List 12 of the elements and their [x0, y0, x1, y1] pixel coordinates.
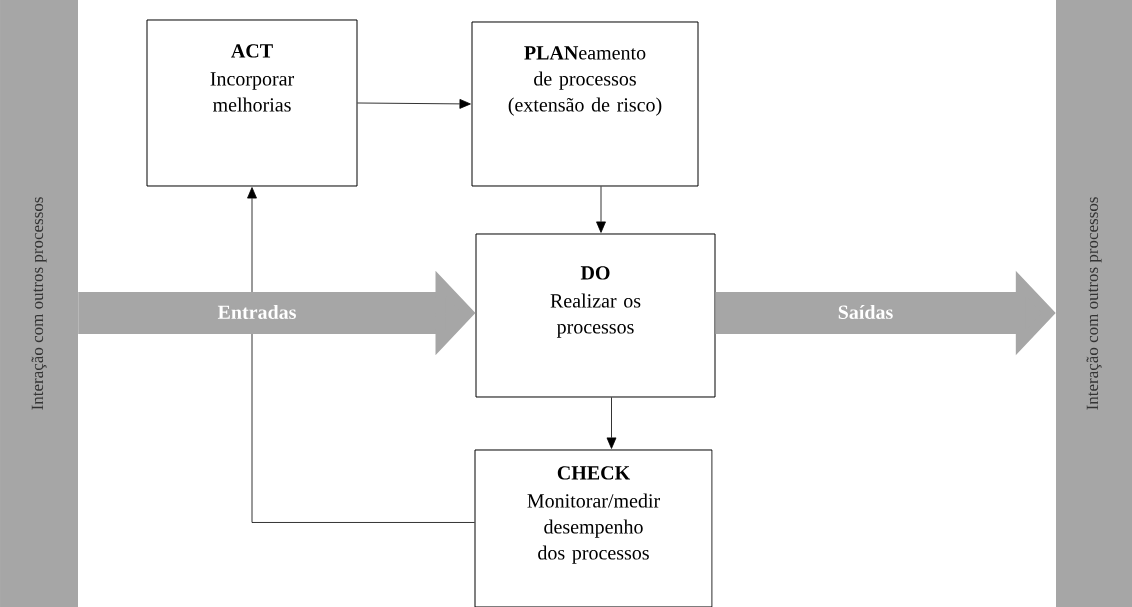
arrow [247, 187, 475, 523]
process-box: CHECK Monitorar/medir desempenho dos processos [474, 449, 713, 607]
process-box: ACT Incorporar melhorias [146, 19, 358, 187]
process-box: PLANeamento de processos (extensão de risco) [471, 21, 699, 187]
arrow [596, 186, 606, 233]
arrow [357, 99, 471, 109]
process-box: DO Realizar os processos [475, 233, 716, 398]
side-band: Interação com outros processos [1056, 0, 1132, 607]
arrow [606, 397, 617, 449]
edge-label: Saídas [838, 304, 893, 320]
side-band: Interação com outros processos [0, 0, 78, 607]
edge-label: Entradas [217, 304, 296, 319]
